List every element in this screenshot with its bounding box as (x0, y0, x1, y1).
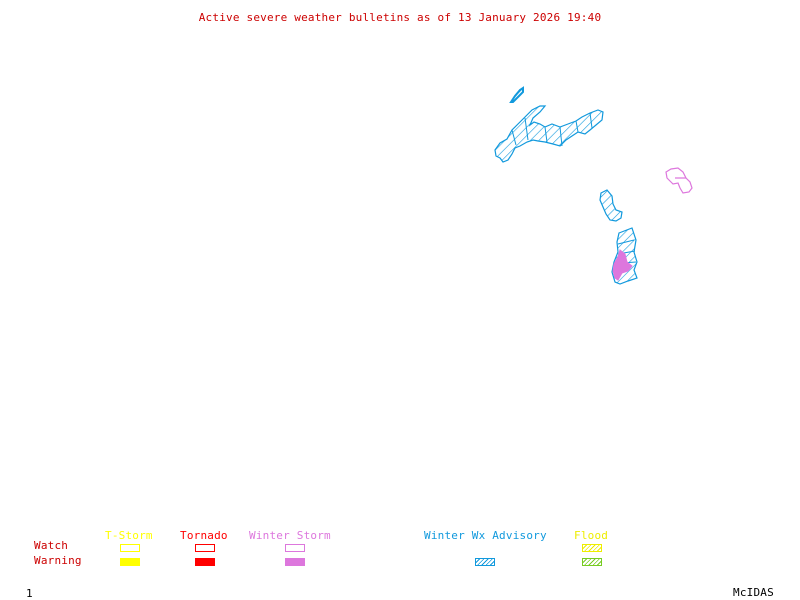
legend-swatch-tornado-warning (195, 558, 215, 566)
legend-swatch-tstorm-warning (120, 558, 140, 566)
map-region-winter-storm-warning (612, 249, 633, 281)
bulletin-map (494, 86, 693, 285)
legend-swatch-tornado-watch (195, 544, 215, 552)
mcidas-brand: McIDAS (733, 586, 774, 599)
legend-swatch-flood-watch (582, 544, 602, 552)
legend-label-tstorm: T-Storm (105, 529, 153, 542)
map-region-central-advisory (599, 189, 623, 222)
legend-swatch-tstorm-watch (120, 544, 140, 552)
legend-label-flood: Flood (574, 529, 609, 542)
legend-swatch-winter-storm-warning (285, 558, 305, 566)
legend-label-tornado: Tornado (180, 529, 228, 542)
legend-swatch-winter-wx-advisory-warning (475, 558, 495, 566)
map-region-upper-peninsula-advisory (494, 105, 604, 163)
map-region-winter-storm-watch (665, 167, 693, 194)
legend-label-winter-storm: Winter Storm (249, 529, 331, 542)
bulletin-title: Active severe weather bulletins as of 13… (198, 11, 602, 24)
legend-swatch-winter-storm-watch (285, 544, 305, 552)
frame-number: 1 (26, 587, 33, 600)
map-region-upper-peninsula-internal-borders (511, 112, 593, 147)
legend-row-label-warning: Warning (34, 554, 82, 567)
legend-swatch-flood-warning (582, 558, 602, 566)
legend-row-label-watch: Watch (34, 539, 69, 552)
map-region-island-advisory (509, 86, 524, 103)
legend-label-winter-wx-advisory: Winter Wx Advisory (424, 529, 547, 542)
